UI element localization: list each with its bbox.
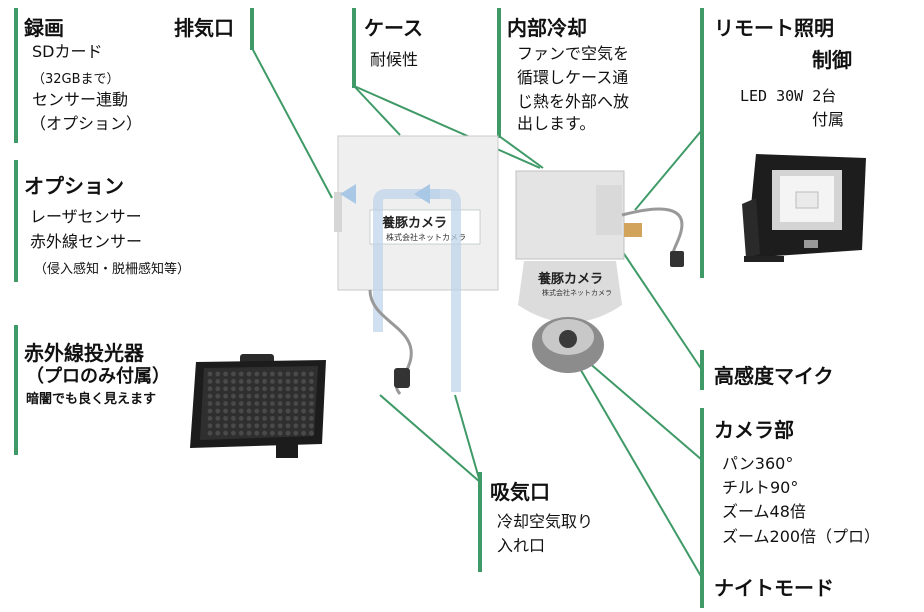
ptz-camera-icon: 養豚カメラ 株式会社ネットカメラ (515, 170, 684, 373)
remote-light-title: リモート照明 (714, 16, 834, 40)
options-line2: 赤外線センサー (30, 232, 143, 251)
led-floodlight-icon (742, 154, 866, 262)
cooling-title: 内部冷却 (507, 16, 587, 40)
cooling-line1: ファンで空気を (517, 44, 630, 63)
cooling-line4: 出します。 (517, 114, 596, 133)
options-line1: レーザセンサー (30, 207, 142, 226)
camera-line3: ズーム48倍 (722, 502, 806, 521)
intake-line1: 冷却空気取り (497, 512, 594, 531)
case-title: ケース (364, 16, 423, 40)
camera-title: カメラ部 (714, 418, 794, 442)
case-line1: 耐候性 (370, 50, 419, 69)
cooling-line3: じ熱を外部へ放 (517, 92, 630, 111)
accent-bar-ir-light (14, 325, 18, 455)
accent-bar-night (700, 568, 704, 608)
accent-bar-remote-light (700, 8, 704, 278)
recording-line2: （32GBまで） (32, 72, 120, 87)
recording-line1: SDカード (32, 42, 103, 61)
accent-bar-cooling (497, 8, 501, 138)
intake-title: 吸気口 (490, 480, 550, 504)
options-title: オプション (24, 174, 124, 198)
ir-floodlight-icon (190, 354, 326, 458)
camera-line2: チルト90° (722, 478, 799, 497)
remote-light-line2: 付属 (812, 110, 845, 129)
mic-title: 高感度マイク (714, 364, 834, 388)
accent-bar-camera (700, 408, 704, 573)
cooling-line2: 循環しケース通 (517, 68, 629, 87)
intake-line2: 入れ口 (497, 536, 546, 555)
accent-bar-case (352, 8, 356, 88)
remote-light-line1: LED 30W 2台 (740, 87, 837, 105)
case-brand-label: 養豚カメラ (381, 215, 447, 231)
remote-light-subtitle: 制御 (812, 48, 852, 72)
camera-line4: ズーム200倍（プロ） (722, 527, 881, 546)
ir-light-note: 暗闇でも良く見えます (26, 392, 157, 407)
ir-light-title: 赤外線投光器 (24, 341, 144, 365)
accent-bar-options (14, 160, 18, 282)
night-title: ナイトモード (714, 576, 834, 600)
recording-line3: センサー連動 (32, 90, 129, 109)
recording-title: 録画 (24, 16, 64, 40)
camera-maker-label: 株式会社ネットカメラ (542, 288, 612, 297)
exhaust-title: 排気口 (174, 16, 234, 40)
accent-bar-intake (478, 472, 482, 572)
accent-bar-recording (14, 8, 18, 143)
camera-line1: パン360° (722, 454, 794, 473)
options-line3: （侵入感知・脱柵感知等） (34, 262, 191, 277)
enclosure-box-icon: 養豚カメラ 株式会社ネットカメラ (334, 135, 499, 395)
case-maker-label: 株式会社ネットカメラ (386, 232, 466, 242)
recording-line4: （オプション） (30, 114, 143, 133)
accent-bar-exhaust (250, 8, 254, 50)
camera-brand-label: 養豚カメラ (537, 271, 603, 287)
ir-light-subtitle: （プロのみ付属） (26, 366, 170, 387)
